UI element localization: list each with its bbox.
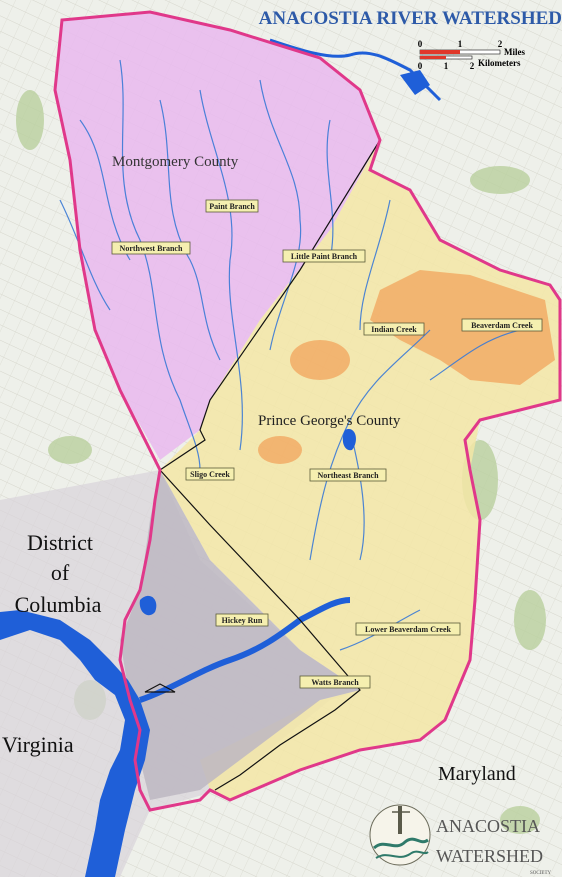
creek-label-sligo-creek: Sligo Creek [185, 467, 235, 481]
creek-label-northwest-branch: Northwest Branch [111, 241, 191, 255]
svg-text:Indian Creek: Indian Creek [371, 325, 417, 334]
svg-text:Watts Branch: Watts Branch [311, 678, 359, 687]
scale-bar: 0 1 2 Miles 0 1 2 Kilometers [418, 39, 526, 71]
creek-label-little-paint-branch: Little Paint Branch [282, 249, 366, 263]
logo-line1: ANACOSTIA [436, 816, 540, 836]
prince-georges-county-label: Prince George's County [258, 413, 401, 429]
map-title: ANACOSTIA RIVER WATERSHED [259, 8, 562, 29]
creek-label-indian-creek: Indian Creek [363, 322, 425, 336]
scale-miles-2: 2 [498, 39, 503, 49]
svg-text:Hickey Run: Hickey Run [222, 616, 263, 625]
montgomery-county-label: Montgomery County [112, 154, 239, 170]
creek-label-lower-beaverdam-creek: Lower Beaverdam Creek [355, 622, 461, 636]
svg-text:Lower Beaverdam Creek: Lower Beaverdam Creek [365, 625, 451, 634]
stream-network [59, 59, 521, 651]
creek-label-hickey-run: Hickey Run [215, 613, 269, 627]
logo-line3: SOCIETY [530, 871, 552, 876]
scale-miles-0: 0 [418, 39, 423, 49]
creek-label-paint-branch: Paint Branch [205, 199, 259, 213]
dc-label-line2: of [51, 560, 70, 585]
svg-text:Northeast Branch: Northeast Branch [317, 471, 379, 480]
svg-text:Little Paint Branch: Little Paint Branch [291, 252, 358, 261]
scale-miles-1: 1 [458, 39, 463, 49]
montgomery-region [55, 12, 380, 460]
capitol-icon [144, 683, 176, 693]
virginia-label: Virginia [2, 732, 74, 757]
svg-text:Beaverdam Creek: Beaverdam Creek [471, 321, 533, 330]
svg-text:Paint Branch: Paint Branch [209, 202, 255, 211]
creek-label-beaverdam-creek: Beaverdam Creek [461, 318, 543, 332]
scale-km-0: 0 [418, 61, 423, 71]
logo-line2: WATERSHED [436, 846, 543, 866]
creek-label-northeast-branch: Northeast Branch [309, 468, 387, 482]
dc-label-line3: Columbia [15, 592, 102, 617]
potomac-river [0, 610, 150, 877]
maryland-label: Maryland [438, 763, 516, 785]
svg-text:Northwest Branch: Northwest Branch [120, 244, 183, 253]
dc-label-line1: District [27, 530, 93, 555]
anacostia-river [139, 597, 351, 703]
dc-lake [139, 595, 157, 616]
anacostia-watershed-society-logo: ANACOSTIA WATERSHED SOCIETY [369, 804, 552, 876]
dc-region [120, 470, 360, 800]
watershed-boundary [53, 10, 562, 812]
svg-text:Sligo Creek: Sligo Creek [190, 470, 230, 479]
creek-label-watts-branch: Watts Branch [299, 675, 371, 689]
reservoir-lake [400, 70, 430, 95]
scale-km-2: 2 [470, 61, 475, 71]
pg-lake [342, 429, 356, 451]
scale-km-unit: Kilometers [478, 58, 521, 68]
scale-miles-unit: Miles [504, 47, 525, 57]
scale-km-1: 1 [444, 61, 449, 71]
county-boundaries [159, 139, 381, 791]
